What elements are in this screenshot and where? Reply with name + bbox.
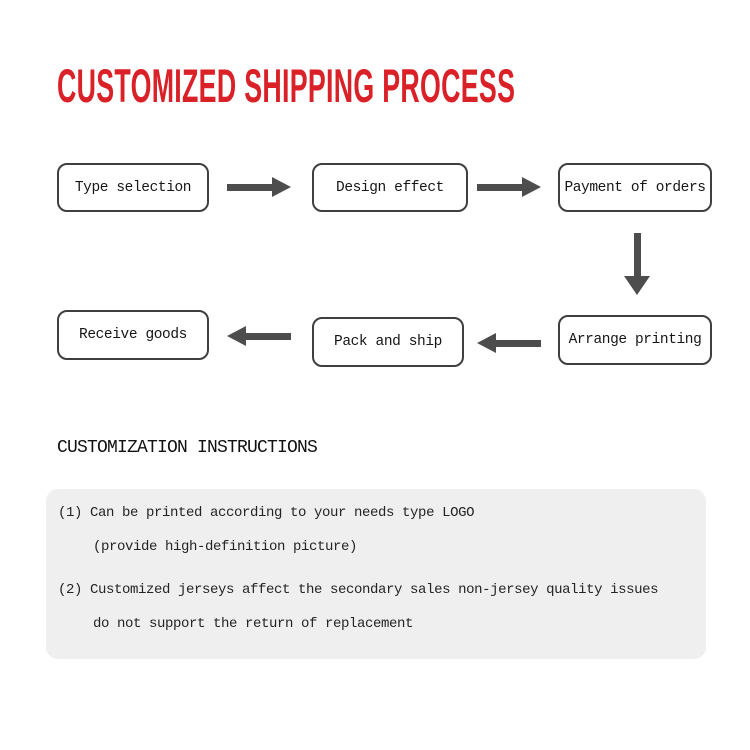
arrow-shaft [477,183,523,191]
flow-step-pack-and-ship: Pack and ship [312,317,464,367]
arrow-shaft [633,233,641,276]
flow-step-label: Type selection [74,179,192,196]
flow-step-label: Pack and ship [334,334,442,350]
arrow-shaft [227,183,273,191]
arrow-head [477,333,496,353]
arrow-down-icon [624,233,650,295]
arrow-right-icon [477,177,541,197]
arrow-head [624,276,650,295]
arrow-head [227,326,246,346]
instruction-item-2-line-1: (2) Customized jerseys affect the second… [58,582,659,598]
arrow-left-icon [227,326,291,346]
flow-step-type-selection: Type selection [57,163,209,212]
arrow-head [522,177,541,197]
flow-step-receive-goods: Receive goods [57,310,209,360]
flow-step-label: Receive goods [79,327,187,343]
arrow-right-icon [227,177,291,197]
flow-step-arrange-printing: Arrange printing [558,315,712,365]
arrow-head [272,177,291,197]
flow-step-label: Payment of orders [564,179,706,196]
flow-step-design-effect: Design effect [312,163,468,212]
arrow-shaft [495,339,541,347]
instructions-heading: CUSTOMIZATION INSTRUCTIONS [57,438,318,458]
page-title: CUSTOMIZED SHIPPING PROCESS [57,59,516,112]
flow-step-payment-of-orders: Payment of orders [558,163,712,212]
instruction-item-1-line-1: (1) Can be printed according to your nee… [58,505,475,521]
instruction-item-2-line-2: do not support the return of replacement [93,616,414,632]
instruction-item-1-line-2: (provide high-definition picture) [93,539,358,555]
flow-step-label: Arrange printing [568,332,702,348]
flow-step-label: Design effect [336,179,444,196]
instructions-panel: (1) Can be printed according to your nee… [46,489,706,659]
arrow-left-icon [477,333,541,353]
arrow-shaft [245,332,291,340]
